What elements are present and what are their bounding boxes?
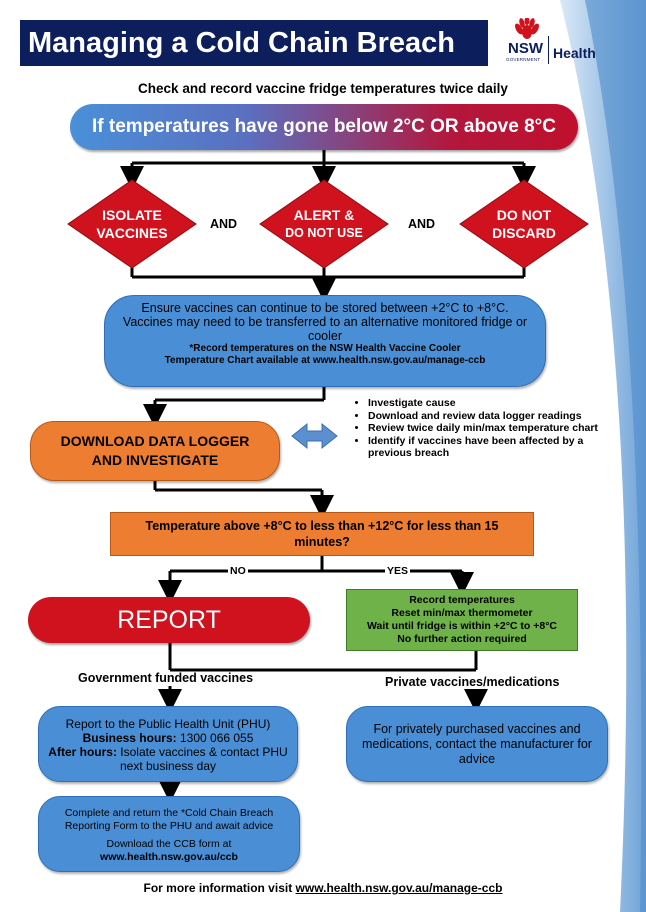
do-not-discard-label: DO NOT DISCARD <box>492 207 556 241</box>
double-arrow-icon <box>291 422 338 450</box>
logo-government-text: GOVERNMENT <box>506 57 541 62</box>
no-further-action-box: Record temperatures Reset min/max thermo… <box>346 589 578 651</box>
investigation-steps-list: Investigate cause Download and review da… <box>346 397 606 460</box>
waratah-icon <box>515 18 539 39</box>
and-label-2: AND <box>408 217 436 231</box>
ccb-form-box: Complete and return the *Cold Chain Brea… <box>38 796 300 872</box>
page-title: Managing a Cold Chain Breach <box>20 20 488 66</box>
government-funded-label: Government funded vaccines <box>78 671 254 685</box>
private-vaccines-box: For privately purchased vaccines and med… <box>346 706 608 782</box>
and-label-1: AND <box>210 217 238 231</box>
logo-nsw-text: NSW <box>508 40 543 57</box>
footer-prefix: For more information visit <box>143 881 293 895</box>
alert-diamond <box>259 179 389 269</box>
isolate-diamond <box>67 179 197 269</box>
yes-label: YES <box>385 565 411 577</box>
report-box: REPORT <box>28 597 310 643</box>
footer-link[interactable]: www.health.nsw.gov.au/manage-ccb <box>295 881 503 895</box>
subtitle: Check and record vaccine fridge temperat… <box>138 81 508 96</box>
store-vaccines-box: Ensure vaccines can continue to be store… <box>104 295 546 387</box>
temperature-banner: If temperatures have gone below 2°C OR a… <box>70 104 578 150</box>
private-vaccines-label: Private vaccines/medications <box>385 675 560 689</box>
nsw-health-logo: NSW GOVERNMENT Health <box>502 18 612 68</box>
download-data-logger-box: DOWNLOAD DATA LOGGER AND INVESTIGATE <box>30 421 280 481</box>
list-item: Review twice daily min/max temperature c… <box>368 422 606 435</box>
isolate-vaccines-label: ISOLATE VACCINES <box>96 207 168 241</box>
discard-diamond <box>459 179 589 269</box>
report-phu-box: Report to the Public Health Unit (PHU) B… <box>38 706 298 782</box>
temperature-question-box: Temperature above +8°C to less than +12°… <box>110 512 534 556</box>
no-label: NO <box>228 565 248 577</box>
list-item: Investigate cause <box>368 397 606 410</box>
list-item: Download and review data logger readings <box>368 410 606 423</box>
alert-do-not-use-label: ALERT & DO NOT USE <box>285 207 363 240</box>
list-item: Identify if vaccines have been affected … <box>368 435 606 460</box>
logo-health-text: Health <box>553 45 596 61</box>
logo-divider <box>548 36 549 64</box>
footer: For more information visit www.health.ns… <box>0 881 646 895</box>
